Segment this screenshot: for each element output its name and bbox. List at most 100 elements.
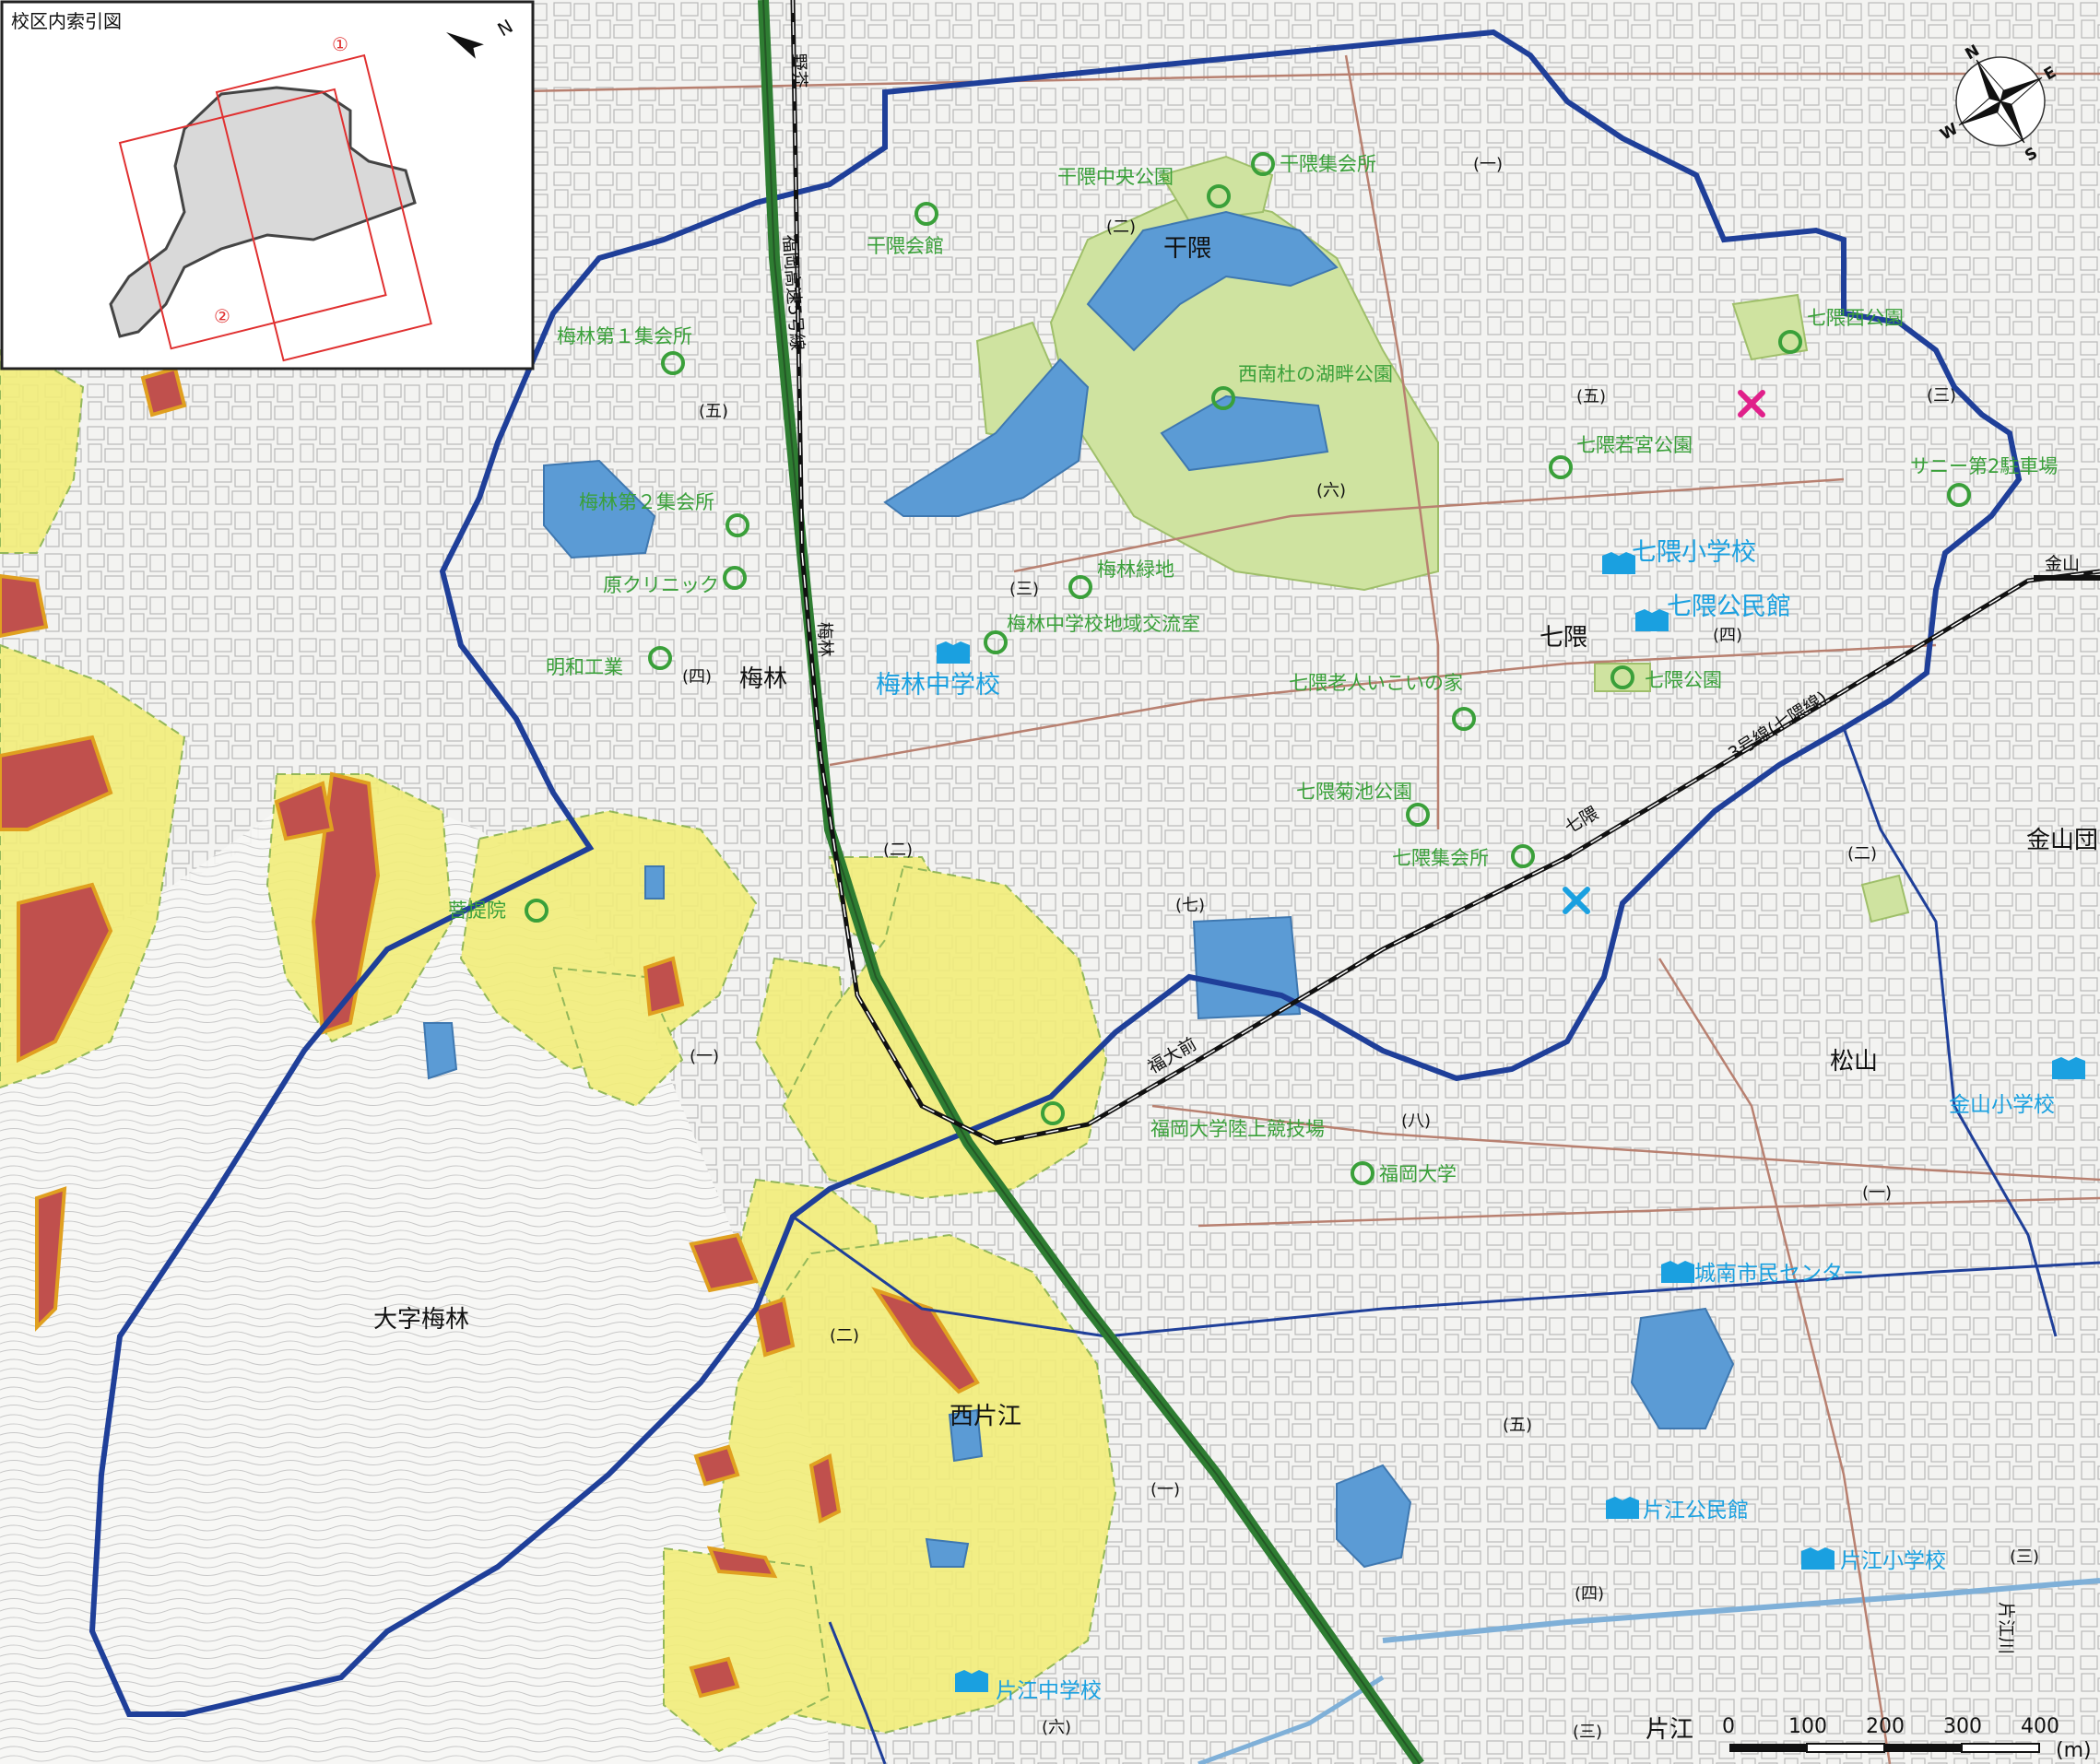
shelter-hara-clinic: 原クリニック	[603, 574, 719, 596]
area-umebayashi: 梅林	[739, 665, 787, 693]
shelter-senkuma-hall: 干隈集会所	[1280, 153, 1376, 175]
shelter-bodaiin: 菩提院	[448, 900, 506, 922]
katae-river	[1382, 1578, 2100, 1643]
hill-terrain-upper	[0, 793, 479, 1764]
shelter-seinan-lakeside-park: 西南杜の湖畔公園	[1238, 363, 1393, 385]
chome-nishikatae-2: (二)	[830, 1326, 859, 1346]
water-bodies	[422, 210, 1735, 1569]
station-umebayashi: 梅林	[814, 621, 835, 657]
subway-line-3-inner	[792, 0, 2100, 1144]
scale-bar-seg-3	[1884, 1744, 1962, 1752]
blue-x-mark	[1563, 887, 1590, 914]
scale-tick-200: 200	[1866, 1715, 1905, 1738]
shelter-nanakuma-park: 七隈公園	[1645, 669, 1722, 691]
facility-nanakuma-elementary: 七隈小学校	[1632, 538, 1756, 567]
shelter-fukuoka-university: 福岡大学	[1379, 1163, 1457, 1185]
shelter-senkuma-kaikan: 干隈会館	[867, 235, 944, 257]
chome-umebayashi-3: (三)	[1009, 580, 1039, 599]
pink-x-mark	[1738, 390, 1765, 417]
chome-katae-3-east: (三)	[2010, 1547, 2039, 1567]
district-boundary-thin-2	[828, 1621, 887, 1764]
chome-katae-5: (五)	[1503, 1416, 1532, 1435]
chome-senkuma-1: (一)	[1473, 155, 1503, 174]
major-roads	[478, 54, 2100, 1764]
station-kanayama: 金山	[2045, 554, 2080, 574]
inset-sheet-1-label: ①	[332, 33, 348, 55]
chome-nanakuma-3: (三)	[1927, 386, 1956, 406]
scale-tick-0: 0	[1722, 1715, 1735, 1738]
chome-umebayashi-4: (四)	[682, 667, 712, 687]
chome-nanakuma-5: (五)	[1576, 387, 1606, 406]
district-boundary-thin	[792, 1215, 2100, 1338]
hazard-yellow-zones	[0, 348, 1117, 1753]
fukuoka-expressway-5[interactable]	[758, 0, 1424, 1764]
facility-katae-community-hall: 片江公民館	[1643, 1499, 1749, 1523]
shelter-nanakuma-hall: 七隈集会所	[1392, 847, 1489, 869]
shelter-nanakuma-kikuchi-park: 七隈菊池公園	[1296, 781, 1412, 803]
shelter-sunny-parking-2: サニー第2駐車場	[1910, 455, 2058, 477]
shelter-umebayashi-jhs-room: 梅林中学校地域交流室	[1007, 613, 1200, 635]
chome-nanakuma-8: (八)	[1401, 1111, 1431, 1131]
area-katae: 片江	[1646, 1716, 1693, 1744]
area-matsuyama: 松山	[1830, 1048, 1878, 1076]
chome-nanakuma-4: (四)	[1713, 626, 1742, 645]
facility-katae-jhs: 片江中学校	[996, 1679, 1102, 1703]
shelter-umebayashi-green: 梅林緑地	[1097, 559, 1174, 581]
shelter-nanakuma-elders-house: 七隈老人いこいの家	[1289, 672, 1463, 694]
area-nishikatae: 西片江	[950, 1403, 1021, 1430]
inset-index-map: 校区内索引図 ① ② N	[0, 0, 535, 370]
shelter-nanakuma-west-park: 七隈西公園	[1807, 307, 1904, 329]
scale-bar: 0 100 200 300 400 (m)	[1722, 1715, 2092, 1762]
inset-sheet-2-label: ②	[214, 305, 230, 327]
scale-tick-300: 300	[1943, 1715, 1982, 1738]
chome-katae-3: (三)	[1573, 1723, 1602, 1742]
inset-north-arrow	[446, 32, 484, 59]
chome-oaza-1: (一)	[690, 1047, 719, 1066]
chome-nishikatae-6: (六)	[1042, 1718, 1071, 1737]
chome-umebayashi-2: (二)	[883, 841, 913, 860]
inset-sheet-2	[118, 88, 387, 350]
facility-katae-elementary: 片江小学校	[1840, 1549, 1946, 1573]
chome-nishikatae-1: (一)	[1150, 1480, 1180, 1499]
school-district-boundary[interactable]	[88, 29, 2023, 1717]
chome-matsuyama-1: (一)	[1862, 1183, 1892, 1203]
scale-bar-seg-4	[1961, 1743, 2040, 1753]
shelter-nanakuma-wakamiya-park: 七隈若宮公園	[1576, 434, 1693, 456]
hazard-red-zones	[0, 366, 980, 1699]
shelter-senkuma-central-park: 干隈中央公園	[1057, 166, 1174, 188]
inset-district-shape	[109, 86, 417, 338]
chome-kanayama-2: (二)	[1847, 844, 1877, 864]
area-senkuma: 干隈	[1163, 235, 1211, 263]
scale-unit: (m)	[2056, 1739, 2092, 1762]
facility-jonan-civic-center: 城南市民センター	[1694, 1262, 1864, 1286]
facility-kanayama-elementary: 金山小学校	[1949, 1093, 2055, 1117]
katae-river-label: 片江川	[1996, 1602, 2016, 1654]
station-kanayama-bar	[2034, 575, 2100, 581]
chome-umebayashi-5: (五)	[699, 402, 728, 421]
scale-bar-seg-1	[1729, 1744, 1807, 1752]
shelter-umebayashi-hall-1: 梅林第１集会所	[557, 325, 692, 347]
inset-sheet-1	[215, 53, 432, 362]
facility-nanakuma-community-hall: 七隈公民館	[1667, 593, 1791, 621]
area-kanayama: 金山団	[2026, 827, 2098, 854]
shelter-fukudai-stadium: 福岡大学陸上競技場	[1150, 1118, 1325, 1140]
chome-nanakuma-7: (七)	[1175, 896, 1205, 915]
scale-bar-seg-2	[1806, 1743, 1885, 1753]
area-nanakuma: 七隈	[1540, 624, 1587, 652]
scale-tick-400: 400	[2021, 1715, 2059, 1738]
area-oaza-umebayashi: 大字梅林	[373, 1306, 469, 1334]
chome-senkuma-6: (六)	[1316, 481, 1346, 500]
scale-tick-100: 100	[1788, 1715, 1827, 1738]
river-south	[1197, 1675, 1385, 1764]
facility-markers	[937, 552, 2085, 1692]
station-noke: 野芥	[788, 53, 809, 88]
facility-umebayashi-jhs: 梅林中学校	[876, 671, 1000, 700]
inset-title: 校区内索引図	[11, 10, 122, 32]
chome-senkuma-2: (二)	[1106, 218, 1136, 237]
expressway-edge	[762, 0, 1421, 1764]
shelter-markers	[525, 152, 1971, 1185]
shelter-meiwa-kogyo: 明和工業	[546, 656, 623, 678]
chome-katae-4: (四)	[1575, 1584, 1604, 1604]
shelter-umebayashi-hall-2: 梅林第２集会所	[579, 491, 714, 513]
